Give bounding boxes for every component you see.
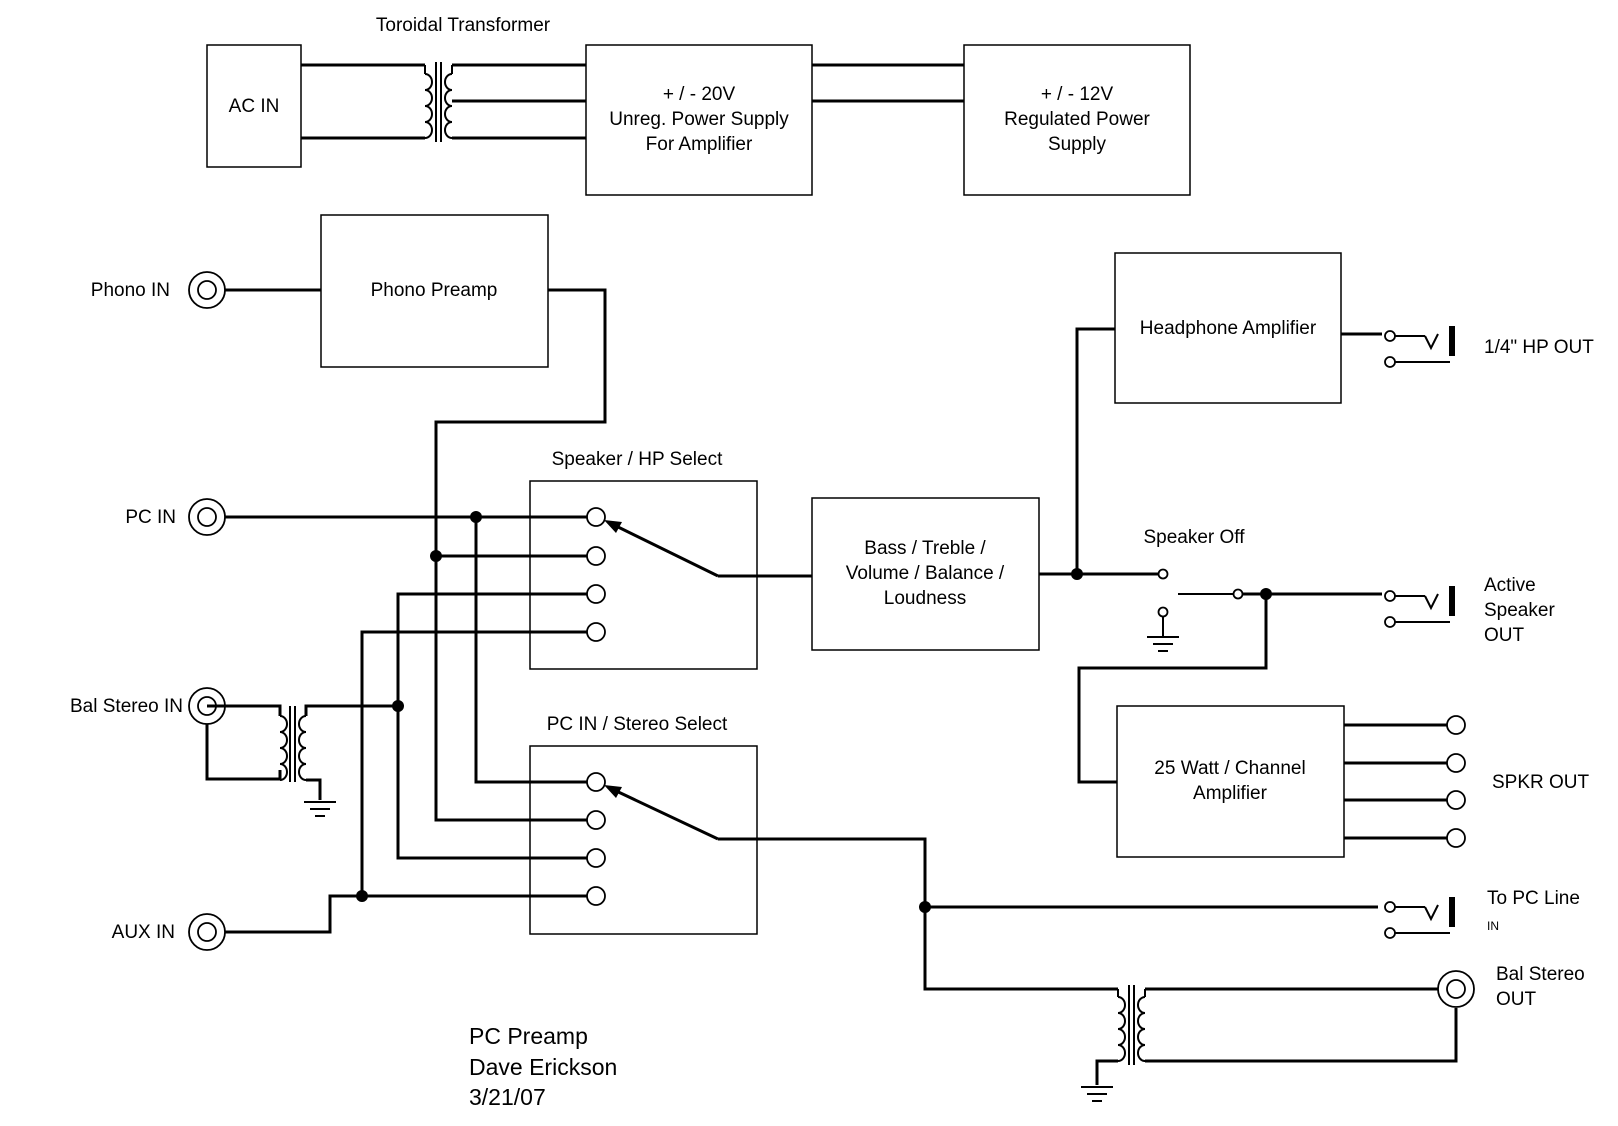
aux-in-jack-icon — [188, 913, 226, 951]
to-pc-line-jack-icon — [1384, 897, 1455, 939]
unreg-supply-box — [585, 44, 813, 196]
speaker-off-switch-icon — [1146, 568, 1244, 652]
tone-line2: Volume / Balance / — [846, 563, 1005, 584]
reg-line2: Regulated Power — [1004, 109, 1150, 130]
power-amp-box — [1116, 705, 1345, 858]
bal-stereo-out-jack-icon — [1437, 970, 1475, 1008]
output-transformer-icon — [1080, 985, 1458, 1102]
ac-in-label: AC IN — [229, 96, 280, 117]
junction-dots — [356, 511, 1272, 913]
to-pc-line-label: To PC Line — [1487, 888, 1580, 909]
hp-out-label: 1/4" HP OUT — [1484, 337, 1594, 358]
active-speaker-jack-icon — [1384, 586, 1455, 628]
phono-in-label: Phono IN — [91, 280, 170, 301]
reg-line3: Supply — [1048, 134, 1107, 155]
pc-in-jack-icon — [188, 498, 226, 536]
bal-stereo-out-line1: Bal Stereo — [1496, 964, 1585, 985]
credit-title: PC Preamp — [469, 1023, 588, 1049]
input-transformer-icon — [205, 704, 337, 817]
headphone-amp-label: Headphone Amplifier — [1140, 318, 1317, 339]
toroidal-transformer-label: Toroidal Transformer — [376, 15, 551, 36]
unreg-line1: + / - 20V — [663, 84, 736, 105]
pc-stereo-select-label: PC IN / Stereo Select — [547, 714, 728, 735]
speaker-hp-select-contacts — [586, 507, 606, 642]
credit-author: Dave Erickson — [469, 1054, 617, 1080]
tone-line3: Loudness — [884, 588, 966, 609]
bal-stereo-out-line2: OUT — [1496, 989, 1537, 1010]
bal-stereo-in-label: Bal Stereo IN — [70, 696, 183, 717]
aux-in-label: AUX IN — [112, 922, 175, 943]
active-speaker-line3: OUT — [1484, 625, 1525, 646]
speaker-terminals-icon — [1344, 715, 1466, 848]
reg-line1: + / - 12V — [1041, 84, 1114, 105]
unreg-line3: For Amplifier — [646, 134, 753, 155]
pc-stereo-select-wiper-icon — [604, 785, 719, 841]
unreg-line2: Unreg. Power Supply — [609, 109, 789, 130]
speaker-hp-select-label: Speaker / HP Select — [552, 449, 723, 470]
ac-in-box — [206, 44, 302, 168]
power-section: Toroidal Transformer AC IN + / - 20V Unr… — [206, 15, 1191, 196]
to-pc-line-in-label: IN — [1487, 919, 1499, 933]
pc-in-label: PC IN — [125, 507, 176, 528]
credit-date: 3/21/07 — [469, 1084, 546, 1110]
pc-stereo-select-contacts — [586, 772, 606, 906]
spkr-out-label: SPKR OUT — [1492, 772, 1590, 793]
active-speaker-line1: Active — [1484, 575, 1536, 596]
active-speaker-line2: Speaker — [1484, 600, 1555, 621]
ground-icon — [1080, 1086, 1114, 1102]
speaker-hp-select-wiper-icon — [604, 520, 719, 578]
power-amp-line2: Amplifier — [1193, 783, 1268, 804]
phono-in-jack-icon — [188, 271, 226, 309]
hp-out-jack-icon — [1384, 326, 1455, 368]
phono-preamp-label: Phono Preamp — [371, 280, 498, 301]
toroidal-transformer-icon — [424, 62, 453, 142]
speaker-off-label: Speaker Off — [1143, 527, 1245, 548]
reg-supply-box — [963, 44, 1191, 196]
tone-line1: Bass / Treble / — [864, 538, 986, 559]
input-jacks: Phono IN PC IN Bal Stereo IN AUX IN — [70, 271, 226, 951]
power-amp-line1: 25 Watt / Channel — [1154, 758, 1305, 779]
ground-icon — [303, 801, 337, 817]
